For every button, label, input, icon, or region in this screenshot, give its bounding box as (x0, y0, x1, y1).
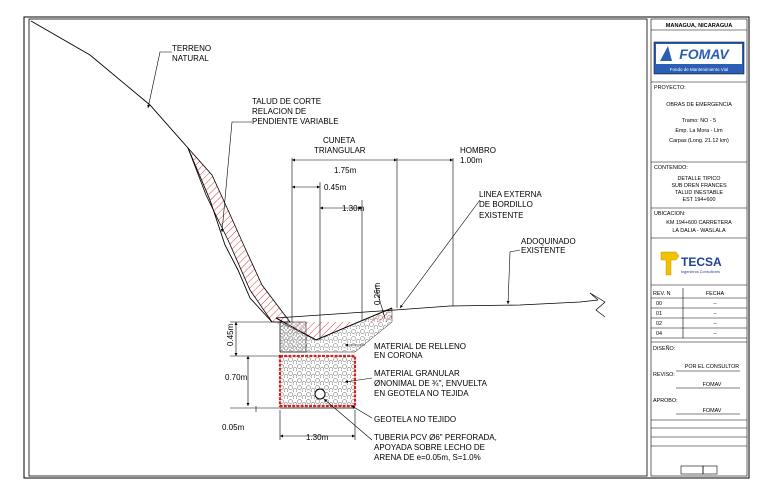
title-block-text: MANAGUA, NICARAGUA FOMAV Fondo de Manten… (653, 23, 745, 414)
tb-reviso-value: FOMAV (703, 382, 722, 388)
tb-consultor-sub: Ingenieros Consultores (681, 270, 720, 274)
tb-diseno-value: POR EL CONSULTOR (685, 364, 740, 370)
leader-lines (147, 51, 521, 441)
label-linea-3: EXISTENTE (479, 211, 523, 220)
dim-0-70: 0.70m (225, 373, 248, 382)
dimensions (230, 158, 454, 440)
dim-1-30-bot: 1.30m (306, 433, 329, 442)
tb-location: MANAGUA, NICARAGUA (666, 23, 733, 29)
label-hombro: HOMBRO (460, 146, 496, 155)
tb-consultor-logo: TECSA (681, 255, 722, 269)
label-granular-2: ØNONIMAL DE ¾", ENVUELTA (374, 379, 488, 388)
tb-rev-n-0: 00 (656, 301, 662, 307)
dim-0-26: 0.26m (373, 282, 382, 305)
label-adoq-2: EXISTENTE (521, 246, 565, 255)
tb-contenido-3: TALUD INESTABLE (675, 190, 723, 196)
dim-0-05: 0.05m (222, 423, 245, 432)
dim-1-00: 1.00m (460, 156, 483, 165)
tb-proyecto-2: Tramo: NO - 5 (682, 118, 716, 124)
label-tuberia-2: APOYADA SOBRE LECHO DE (374, 443, 485, 452)
dim-0-45-v: 0.45m (226, 323, 235, 346)
label-cuneta-1: CUNETA (323, 136, 356, 145)
pavement-break (589, 292, 606, 318)
tb-aprobo-value: FOMAV (703, 408, 722, 414)
tb-rev-fecha-1: -- (713, 311, 717, 317)
tb-proyecto-label: PROYECTO: (654, 85, 686, 91)
sheet-border (23, 16, 750, 479)
tb-rev-header: REV. N (653, 291, 671, 297)
tb-aprobo-label: APROBO: (653, 398, 678, 404)
tb-ubicacion-label: UBICACION: (654, 211, 685, 217)
tb-rev-fecha-3: -- (713, 331, 717, 337)
label-relleno-2: EN CORONA (374, 351, 423, 360)
tb-proyecto-3: Emp. La Mora - Lim (675, 128, 723, 134)
tb-diseno-label: DISEÑO: (653, 345, 675, 352)
label-linea-2: DE BORDILLO (479, 200, 533, 209)
label-terreno-1: TERRENO (172, 44, 211, 53)
tb-contenido-4: EST 194+600 (682, 197, 715, 203)
tb-ubicacion-2: LA DALIA - WASLALA (672, 228, 726, 234)
tb-reviso-label: REVISO: (653, 372, 675, 378)
fomav-logo: FOMAV Fondo de Mantenimiento Vial (653, 41, 745, 75)
label-relleno-1: MATERIAL DE RELLENO (374, 342, 466, 351)
tb-rev-n-1: 01 (656, 311, 662, 317)
annotations: TERRENO NATURAL TALUD DE CORTE RELACION … (172, 44, 576, 462)
natural-terrain-line (30, 20, 273, 323)
tb-rev-fecha-0: -- (713, 301, 717, 307)
label-terreno-2: NATURAL (172, 54, 209, 63)
tb-proyecto-1: OBRAS DE EMERGENCIA (666, 102, 732, 108)
geotextile-wrap (278, 354, 357, 408)
tb-contenido-1: DETALLE TIPICO (678, 176, 721, 182)
cross-section (30, 20, 606, 409)
cut-slope-hatch (187, 147, 291, 323)
dim-1-30-top: 1.30m (342, 204, 365, 213)
tb-rev-n-3: 04 (656, 331, 662, 337)
label-granular-3: EN GEOTELA NO TEJIDA (374, 389, 469, 398)
tb-logo-sub: Fondo de Mantenimiento Vial (670, 67, 728, 72)
tb-proyecto-4: Carpas (Long. 21.12 km) (669, 138, 729, 144)
dim-1-75: 1.75m (334, 166, 357, 175)
grey-backfill (279, 321, 307, 353)
dim-0-45-h: 0.45m (324, 183, 347, 192)
drawing-area-border (28, 18, 648, 477)
perforated-pipe (314, 388, 326, 400)
tb-rev-fecha-2: -- (713, 321, 717, 327)
tb-fecha-header: FECHA (706, 291, 725, 297)
label-cuneta-2: TRIANGULAR (314, 146, 366, 155)
tecsa-logo: TECSA Ingenieros Consultores (660, 251, 722, 276)
pavement-line (275, 299, 599, 319)
label-tuberia-1: TUBERIA PCV Ø6" PERFORADA, (374, 433, 497, 442)
tb-rev-n-2: 02 (656, 321, 662, 327)
tb-contenido-label: CONTENIDO: (654, 165, 688, 171)
label-granular-1: MATERIAL GRANULAR (374, 369, 460, 378)
label-geotela: GEOTELA NO TEJIDO (374, 415, 456, 424)
tb-logo-main: FOMAV (679, 46, 730, 62)
label-linea-1: LINEA EXTERNA (479, 190, 542, 199)
label-tuberia-3: ARENA DE e=0.05m, S=1.0% (374, 453, 481, 462)
label-talud-2: RELACION DE (252, 107, 306, 116)
label-adoq-1: ADOQUINADO (521, 237, 576, 246)
tb-ubicacion-1: KM 194+600 CARRETERA (666, 220, 732, 226)
label-talud-3: PENDIENTE VARIABLE (252, 117, 339, 126)
title-block (650, 18, 748, 477)
tb-contenido-2: SUB DREN FRANCES (671, 183, 727, 189)
label-talud-1: TALUD DE CORTE (252, 97, 321, 106)
